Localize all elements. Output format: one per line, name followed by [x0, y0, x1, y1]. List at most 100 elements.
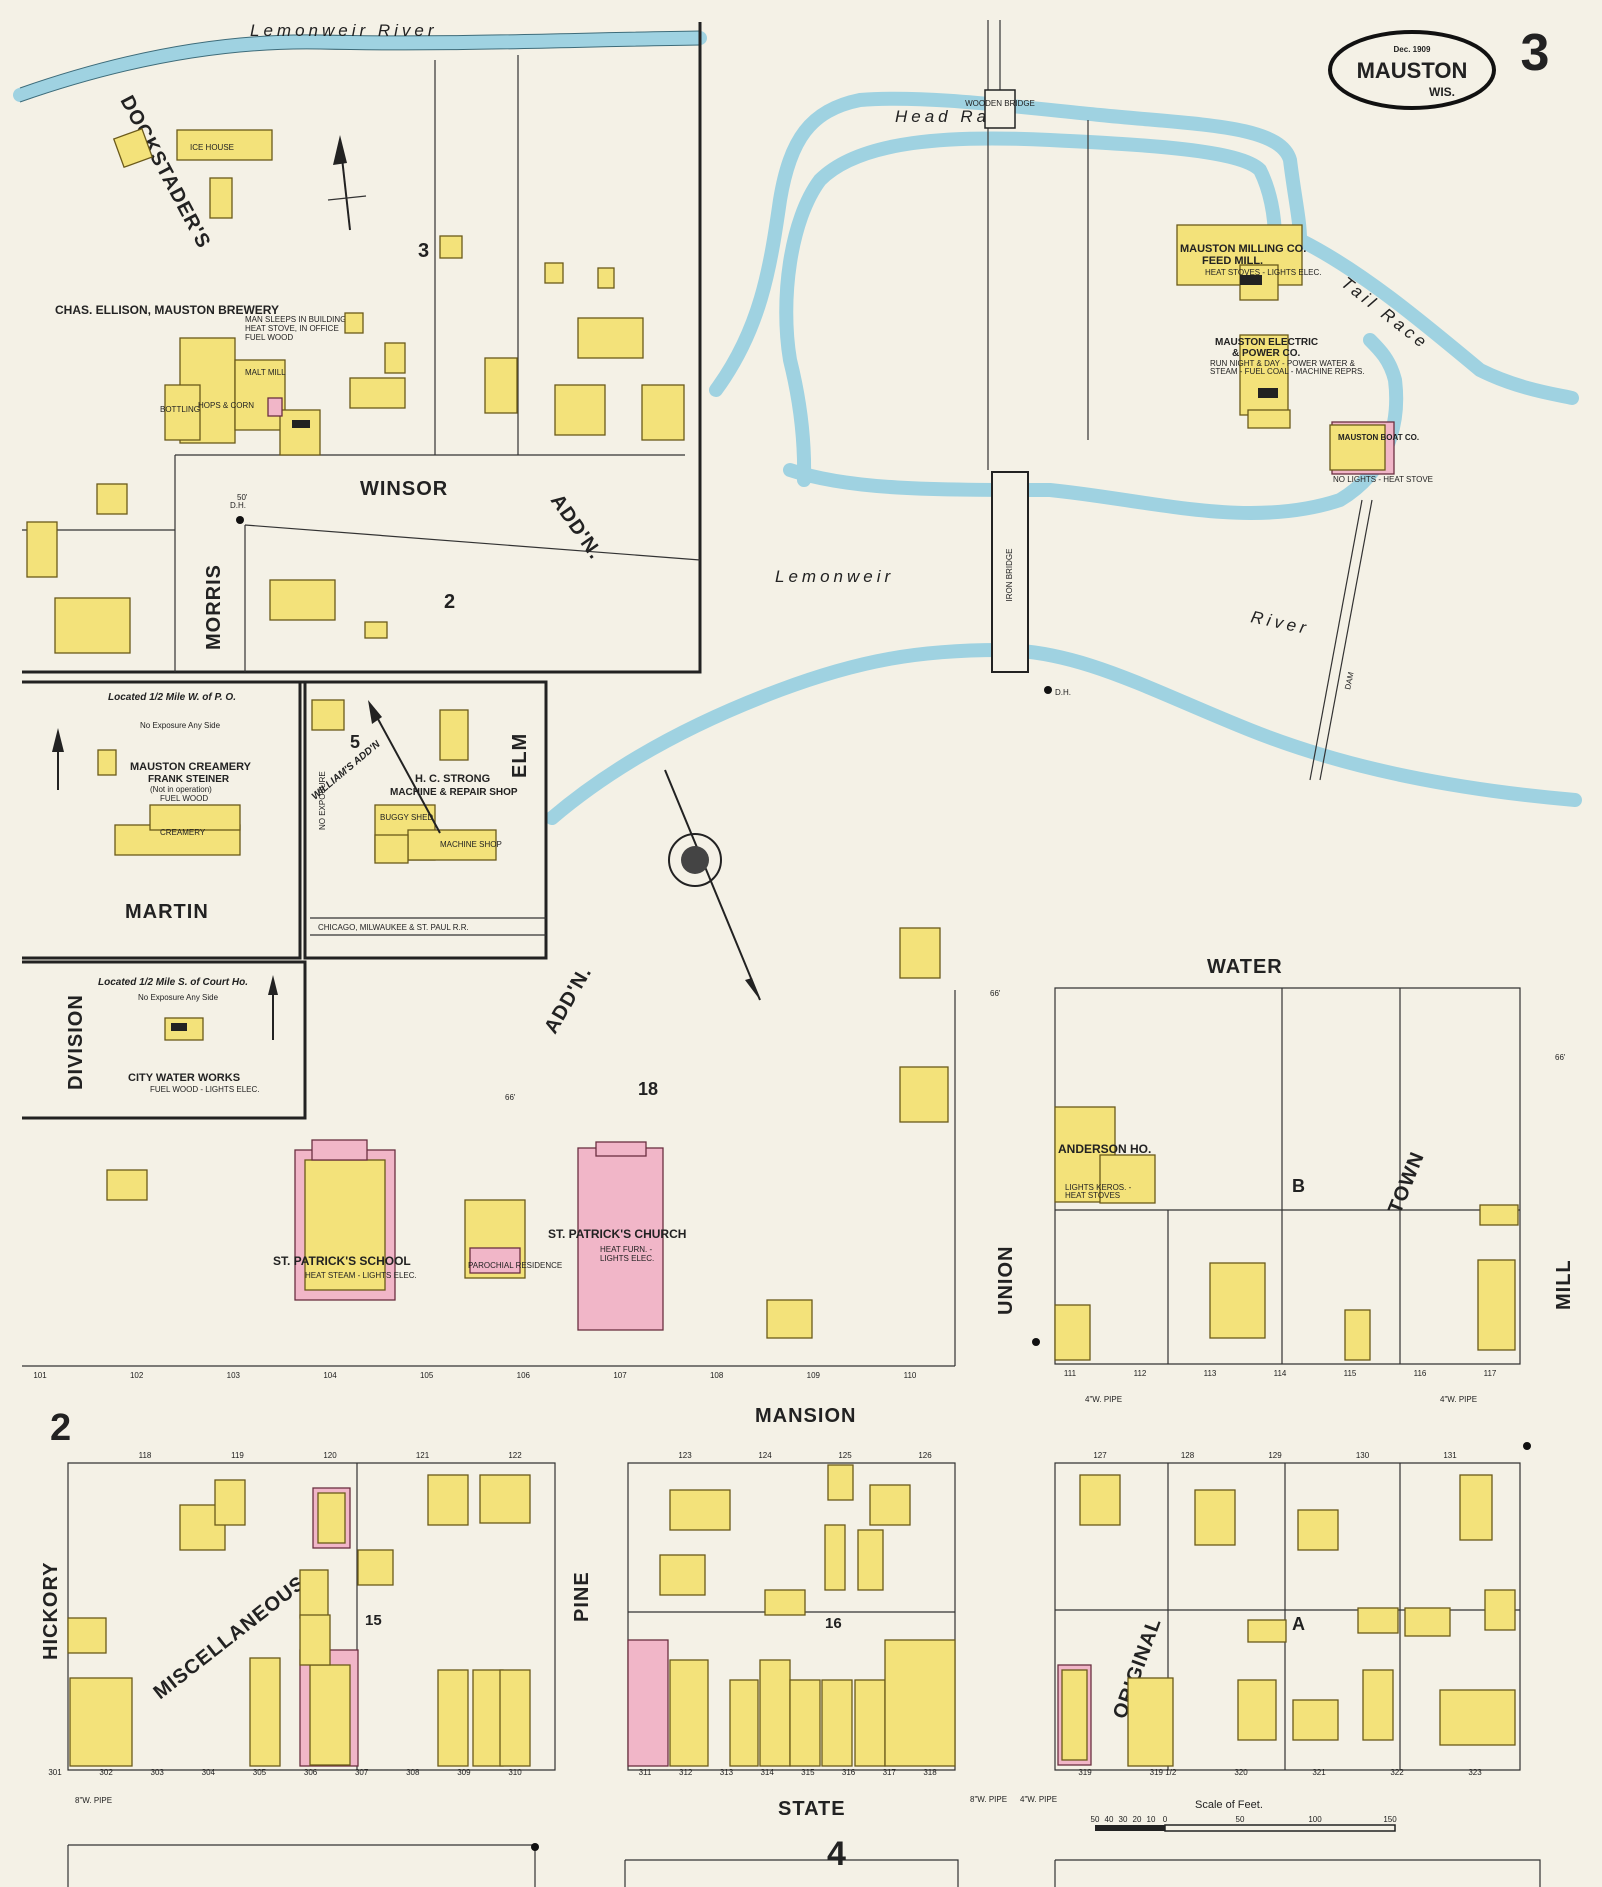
school-label: ST. PATRICK'S SCHOOL [273, 1254, 411, 1268]
street-division: DIVISION [65, 994, 87, 1090]
addition-dockstaders: DOCKSTADER'S [116, 92, 215, 252]
lot-number: 109 [807, 1371, 821, 1380]
scale-tick: 50 [1236, 1815, 1245, 1824]
head-race [709, 91, 1404, 520]
lot-number: 310 [508, 1768, 522, 1777]
block-5: 5 [350, 732, 360, 752]
anderson-label: ANDERSON HO. [1058, 1142, 1151, 1156]
lot-number: 104 [323, 1371, 337, 1380]
hydrant-union [1032, 1338, 1040, 1346]
pipe-label-mansion: 4"W. PIPE [1085, 1395, 1122, 1404]
school-note: HEAT STEAM - LIGHTS ELEC. [305, 1271, 417, 1280]
head-race-label: Head Race [895, 107, 1016, 126]
machine-shop-buildings: BUGGY SHED MACHINE SHOP [311, 699, 502, 864]
dam-label: DAM [1343, 671, 1356, 691]
church-label: ST. PATRICK'S CHURCH [548, 1227, 686, 1241]
boat-note: NO LIGHTS - HEAT STOVE [1333, 475, 1433, 484]
strong-label: H. C. STRONG [415, 773, 490, 785]
creamery-exposure: No Exposure Any Side [140, 721, 221, 730]
lot-number: 129 [1268, 1451, 1282, 1460]
central-houses [106, 927, 949, 1339]
south-east-buildings [1057, 1474, 1516, 1767]
waterworks-label: CITY WATER WORKS [128, 1072, 240, 1084]
street-pine: PINE [571, 1571, 593, 1622]
block-16: 16 [825, 1615, 842, 1632]
lot-number: 313 [720, 1768, 734, 1777]
block-2: 2 [444, 591, 455, 613]
no-exposure-label: NO EXPOSURE [318, 771, 327, 830]
map-frames [22, 22, 702, 1120]
milling-co [1176, 224, 1303, 301]
lot-number: 323 [1468, 1768, 1482, 1777]
lot-number: 124 [758, 1451, 772, 1460]
waterworks-exposure: No Exposure Any Side [138, 993, 219, 1002]
sheet-number: 3 [1521, 24, 1550, 82]
lot-number: 303 [151, 1768, 165, 1777]
block-A: A [1292, 1614, 1305, 1634]
creamery-bldg-label: CREAMERY [160, 828, 206, 837]
pipe-label-state: 8"W. PIPE [970, 1795, 1007, 1804]
street-mill: MILL [1553, 1259, 1575, 1310]
lot-number: 102 [130, 1371, 144, 1380]
waterworks-location: Located 1/2 Mile S. of Court Ho. [98, 977, 248, 988]
lot-number: 307 [355, 1768, 369, 1777]
machine-label: MACHINE & REPAIR SHOP [390, 787, 518, 798]
lot-number: 131 [1443, 1451, 1457, 1460]
lot-number: 119 [231, 1451, 244, 1460]
anderson-house [1054, 1106, 1156, 1204]
pipe-label-state-2: 4"W. PIPE [1020, 1795, 1057, 1804]
pipe-label-mansion-east: 4"W. PIPE [1440, 1395, 1477, 1404]
creamery-buildings: CREAMERY [97, 749, 241, 856]
block-15: 15 [365, 1612, 382, 1629]
misc-label: MISCELLANEOUS [150, 1572, 310, 1704]
block-lines [22, 20, 1541, 1887]
street-martin: MARTIN [125, 901, 209, 923]
lot-number: 118 [139, 1451, 152, 1460]
lot-number: 305 [253, 1768, 267, 1777]
buggy-shed-label: BUGGY SHED [380, 813, 433, 822]
lot-number: 316 [842, 1768, 856, 1777]
scale-tick: 40 [1105, 1815, 1114, 1824]
misc-addn-label-top: ADD'N. [540, 962, 596, 1037]
width-label-water: 66' [1555, 1053, 1566, 1062]
brewery-note-1: MAN SLEEPS IN BUILDING [245, 315, 346, 324]
wooden-bridge-label: WOODEN BRIDGE [965, 99, 1035, 108]
ice-house: ICE HOUSE [112, 127, 273, 219]
creamery-note-2: FUEL WOOD [160, 794, 208, 803]
lot-number: 301 [48, 1768, 62, 1777]
north-arrow-waterworks [268, 975, 278, 1040]
top-river [13, 30, 707, 103]
lot-number: 311 [639, 1768, 652, 1777]
south-west-buildings [67, 1474, 531, 1767]
lot-number: 114 [1274, 1369, 1287, 1378]
railroad-label: CHICAGO, MILWAUKEE & ST. PAUL R.R. [318, 923, 469, 932]
lot-number: 126 [918, 1451, 932, 1460]
street-mansion: MANSION [755, 1405, 856, 1427]
school [294, 1139, 396, 1301]
scale-tick: 30 [1119, 1815, 1128, 1824]
lot-number: 309 [457, 1768, 471, 1777]
block-3: 3 [418, 240, 429, 262]
scale-label: Scale of Feet. [1195, 1799, 1263, 1811]
lot-number: 125 [838, 1451, 852, 1460]
dam: DAM [1309, 499, 1373, 781]
power-label: & POWER CO. [1232, 348, 1301, 359]
lot-number: 306 [304, 1768, 318, 1777]
hydrant-morris [236, 516, 244, 524]
north-arrow-top [327, 135, 367, 231]
parochial-residence: PAROCHIAL RESIDENCE [464, 1199, 562, 1279]
scale-tick: 0 [1163, 1815, 1168, 1824]
lot-number: 116 [1414, 1369, 1427, 1378]
lot-number: 319 [1078, 1768, 1092, 1777]
bottling-label: BOTTLING [160, 405, 200, 414]
ice-house-label: ICE HOUSE [190, 143, 234, 152]
street-state: STATE [778, 1798, 846, 1820]
width-label-morris: 50' [237, 493, 248, 502]
electric-note-2: STEAM - FUEL COAL - MACHINE REPRS. [1210, 367, 1365, 376]
